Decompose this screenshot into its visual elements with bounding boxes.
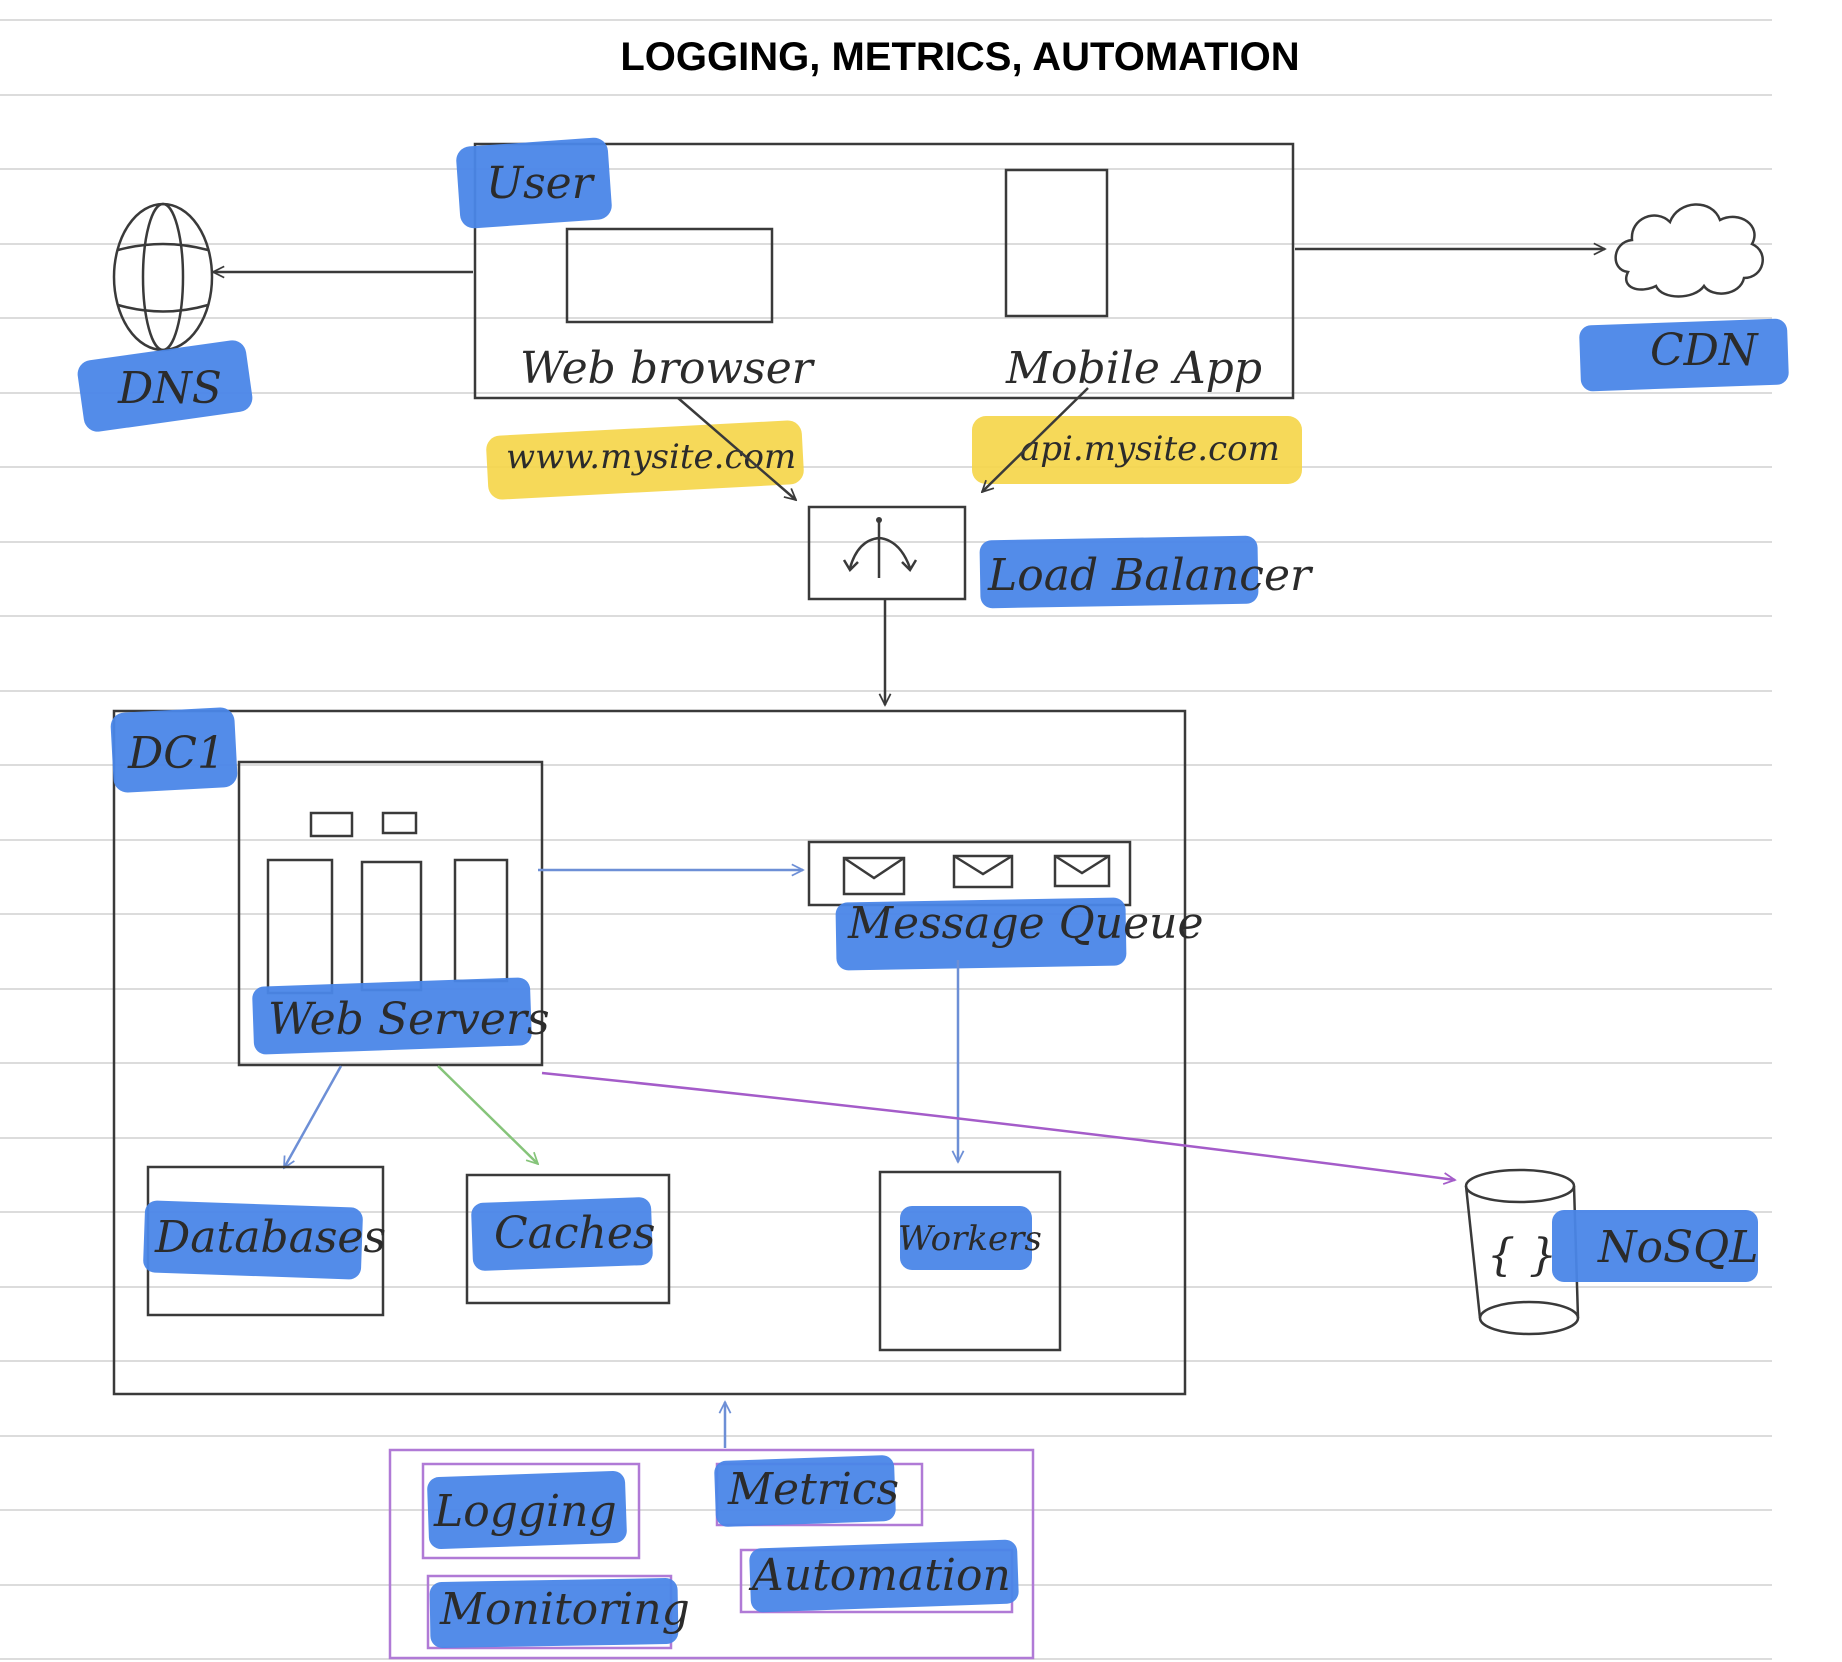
browser-to-lb-arrow: [677, 397, 796, 500]
mobile-app-screen: [1004, 168, 1109, 318]
server-small-2: [381, 811, 418, 835]
web-browser-label: Web browser: [520, 343, 816, 394]
cloud-icon: [1614, 203, 1764, 298]
automation-label: Automation: [748, 1550, 1011, 1601]
nosql-label-highlight: [1552, 1210, 1758, 1282]
logging-box: [421, 1462, 641, 1560]
tools-box: [388, 1448, 1035, 1660]
dc1-label-highlight: [110, 707, 238, 793]
dns-group: DNS: [77, 202, 473, 432]
message-queue-label-highlight: [835, 897, 1127, 971]
web-servers-group: Web Servers: [237, 760, 550, 1067]
web-url-highlight: [486, 420, 804, 500]
url-group: www.mysite.com api.mysite.com: [486, 387, 1302, 500]
load-balancer-group: Load Balancer: [807, 505, 1314, 705]
notebook-rules: [0, 19, 1772, 1660]
cdn-label-highlight: [1579, 318, 1789, 392]
load-balancer-label: Load Balancer: [987, 550, 1314, 601]
tools-group: Logging Metrics Monitoring Automation: [388, 1402, 1035, 1660]
web-url-label: www.mysite.com: [506, 437, 796, 477]
user-label-highlight: [456, 137, 612, 229]
mobile-app-label: Mobile App: [1005, 343, 1262, 394]
load-balancer-box: [807, 505, 967, 601]
server-small-1: [309, 811, 354, 838]
load-balancer-label-highlight: [979, 535, 1259, 609]
globe-icon: [112, 202, 214, 352]
metrics-label: Metrics: [727, 1464, 899, 1515]
nosql-symbol: { }: [1487, 1230, 1557, 1281]
api-url-label: api.mysite.com: [1020, 429, 1280, 469]
message-queue-label: Message Queue: [847, 898, 1204, 949]
dc1-box: [112, 709, 1187, 1396]
automation-label-highlight: [749, 1539, 1019, 1613]
metrics-label-highlight: [714, 1455, 896, 1527]
servers-to-nosql-arrow: [541, 1071, 1455, 1180]
workers-box: [878, 1170, 1062, 1352]
server-rack-3: [453, 858, 509, 983]
api-url-highlight: [972, 416, 1302, 484]
web-servers-label-highlight: [252, 977, 532, 1055]
workers-label-highlight: [900, 1206, 1032, 1270]
monitoring-label-highlight: [429, 1578, 679, 1648]
web-browser-screen: [565, 227, 774, 324]
dc1-group: DC1 Web Servers: [110, 707, 1204, 1396]
monitoring-label: Monitoring: [439, 1584, 690, 1635]
message-queue-group: Message Queue: [807, 840, 1204, 971]
cdn-label: CDN: [1650, 325, 1759, 376]
logging-label-highlight: [427, 1470, 627, 1550]
web-servers-box: [237, 760, 544, 1067]
app-to-lb-arrow: [982, 387, 1089, 492]
servers-to-caches-arrow: [437, 1065, 538, 1164]
envelope-icon: [1053, 854, 1111, 888]
diagram-title: LOGGING, METRICS, AUTOMATION: [620, 35, 1299, 79]
workers-label: Workers: [898, 1219, 1042, 1259]
database-cylinder-icon: [1464, 1168, 1580, 1336]
server-rack-2: [360, 860, 423, 992]
logging-label: Logging: [433, 1486, 617, 1537]
caches-label-highlight: [471, 1197, 653, 1271]
dns-label: DNS: [117, 363, 222, 414]
nosql-label: NoSQL: [1597, 1222, 1758, 1273]
dc1-label: DC1: [127, 728, 225, 779]
databases-label-highlight: [143, 1200, 363, 1280]
caches-label: Caches: [494, 1208, 656, 1259]
nosql-group: { } NoSQL: [541, 1071, 1758, 1336]
databases-label: Databases: [154, 1212, 386, 1263]
user-group: User Web browser Mobile App: [456, 137, 1295, 400]
envelope-icon: [842, 856, 906, 896]
cdn-group: CDN: [1295, 203, 1789, 392]
dns-label-highlight: [77, 340, 253, 432]
envelope-icon: [952, 854, 1014, 889]
load-balancer-icon: [842, 517, 918, 578]
web-servers-label: Web Servers: [268, 994, 550, 1045]
caches-box: [465, 1173, 671, 1305]
servers-to-databases-arrow: [282, 1065, 343, 1168]
user-box: [473, 142, 1295, 400]
server-rack-1: [266, 858, 334, 995]
user-label: User: [486, 158, 596, 209]
